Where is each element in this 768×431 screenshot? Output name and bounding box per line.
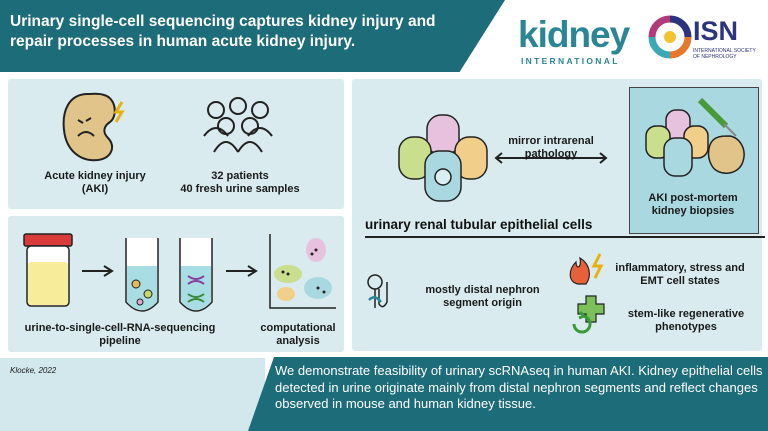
sad-kidney-icon <box>62 92 125 162</box>
cell-states-label: inflammatory, stress and EMT cell states <box>615 262 745 287</box>
cluster-plot-icon <box>269 234 336 309</box>
arrow-icon <box>82 265 114 277</box>
title-banner <box>0 0 505 72</box>
cell-cluster-icon <box>398 114 488 202</box>
aki-label: Acute kidney injury (AKI) <box>44 170 146 195</box>
footer-left <box>0 358 265 431</box>
kidney-international-subtitle: INTERNATIONAL <box>521 56 620 66</box>
pipeline-label: urine-to-single-cell-RNA-sequencing pipe… <box>24 322 216 347</box>
biopsy-label: AKI post-mortem kidney biopsies <box>648 192 738 217</box>
isn-logo-icon <box>648 15 692 59</box>
summary-text: We demonstrate feasibility of urinary sc… <box>275 363 763 411</box>
regeneration-icon <box>572 295 605 334</box>
double-arrow-icon <box>494 152 608 164</box>
section-divider <box>365 236 765 238</box>
patients-group-icon <box>203 97 273 153</box>
arrow-icon-2 <box>226 265 258 277</box>
patients-count: 32 patients <box>211 170 269 182</box>
inflammation-stress-icon <box>569 253 604 285</box>
kidney-biopsy-icon <box>645 97 745 177</box>
origin-label: mostly distal nephron segment origin <box>425 284 540 309</box>
nephron-icon <box>367 274 388 308</box>
footer-banner <box>248 357 768 431</box>
page-title: Urinary single-cell sequencing captures … <box>10 13 436 50</box>
citation: Klocke, 2022 <box>10 366 57 375</box>
isn-logo-subtitle: INTERNATIONAL SOCIETY OF NEPHROLOGY <box>693 48 756 60</box>
mirror-pathology-label: mirror intrarenal pathology <box>508 135 594 160</box>
regenerative-label: stem-like regenerative phenotypes <box>627 308 745 333</box>
analysis-label: computational analysis <box>260 322 336 347</box>
section-title: urinary renal tubular epithelial cells <box>365 217 593 232</box>
isn-logo-text: ISN <box>693 16 739 46</box>
kidney-international-logo: kidney <box>518 14 630 55</box>
aki-panel <box>8 79 344 209</box>
samples-count: 40 fresh urine samples <box>180 183 300 195</box>
test-tube-rna-icon <box>179 238 213 312</box>
urine-cup-icon <box>23 233 73 307</box>
test-tube-cells-icon <box>125 238 159 312</box>
